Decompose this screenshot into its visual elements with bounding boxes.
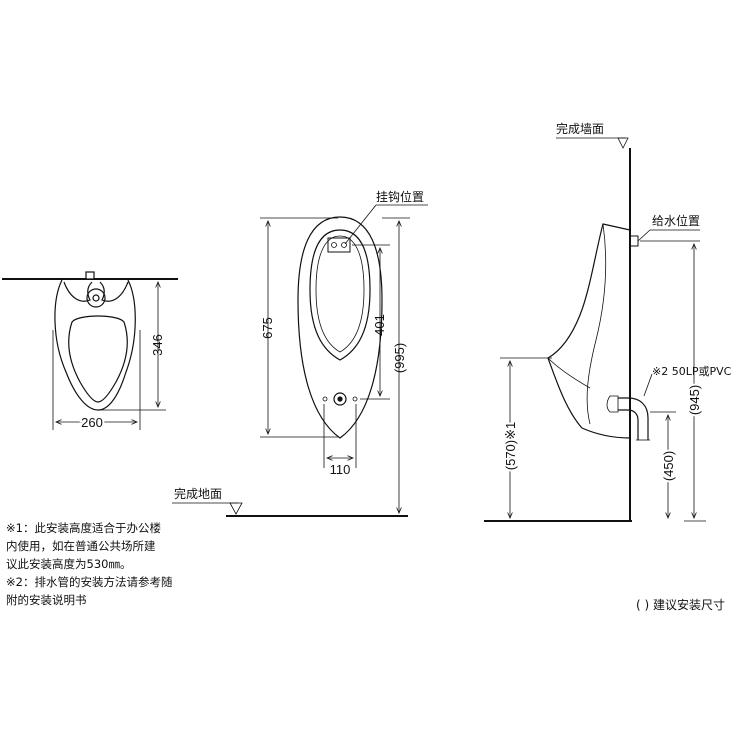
front-view-floor-label: 完成地面 — [174, 486, 222, 501]
side-view-supply-label: 给水位置 — [652, 213, 700, 228]
top-view-depth-dim: 346 — [150, 334, 165, 356]
front-view-hook-bracket — [327, 237, 351, 253]
front-view-outlet — [333, 392, 347, 406]
note-1-line-3: 议此安装高度为530㎜。 — [6, 557, 132, 571]
installation-notes: ※1：此安装高度适合于办公楼 内使用，如在普通公共场所建 议此安装高度为530㎜… — [6, 519, 172, 609]
side-view-drain-elbow — [618, 397, 649, 440]
note-2-line-1: ※2：排水管的安装方法请参考随 — [6, 575, 173, 589]
top-view-width-dim: 260 — [81, 415, 103, 430]
side-view-rim-height-dim: (570)※1 — [503, 422, 518, 470]
top-view-bowl-inner — [68, 315, 128, 403]
top-view-bowl-outline — [54, 279, 136, 411]
hook-position-label: 挂钩位置 — [376, 189, 424, 204]
top-view-spud-circle — [86, 288, 106, 308]
front-view-hook-floor-dim: (995) — [392, 343, 407, 373]
side-view-drain-height-dim: (450) — [661, 451, 676, 481]
note-1-line-2: 内使用，如在普通公共场所建 — [6, 539, 156, 553]
front-view — [172, 204, 428, 517]
top-view — [2, 271, 178, 430]
hook-leader — [344, 204, 377, 245]
side-view — [484, 137, 706, 522]
side-view-supply-fitting — [629, 235, 639, 247]
front-view-height-dim: 675 — [260, 317, 275, 339]
front-view-outlet-width-dim: 110 — [330, 462, 351, 477]
side-view-drain-label: ※2 50LP或PVC — [652, 365, 732, 378]
note-2-line-2: 附的安装说明书 — [6, 593, 87, 607]
side-view-supply-height-dim: (945) — [687, 385, 702, 415]
legend-recommended-dims: ( ) 建议安装尺寸 — [636, 598, 725, 612]
note-1-line-1: ※1：此安装高度适合于办公楼 — [6, 521, 161, 535]
top-view-spud — [63, 281, 129, 302]
front-view-bowl-opening — [309, 229, 371, 361]
side-view-wall-label: 完成墙面 — [556, 121, 604, 136]
front-view-hook-outlet-dim: 401 — [372, 314, 387, 336]
